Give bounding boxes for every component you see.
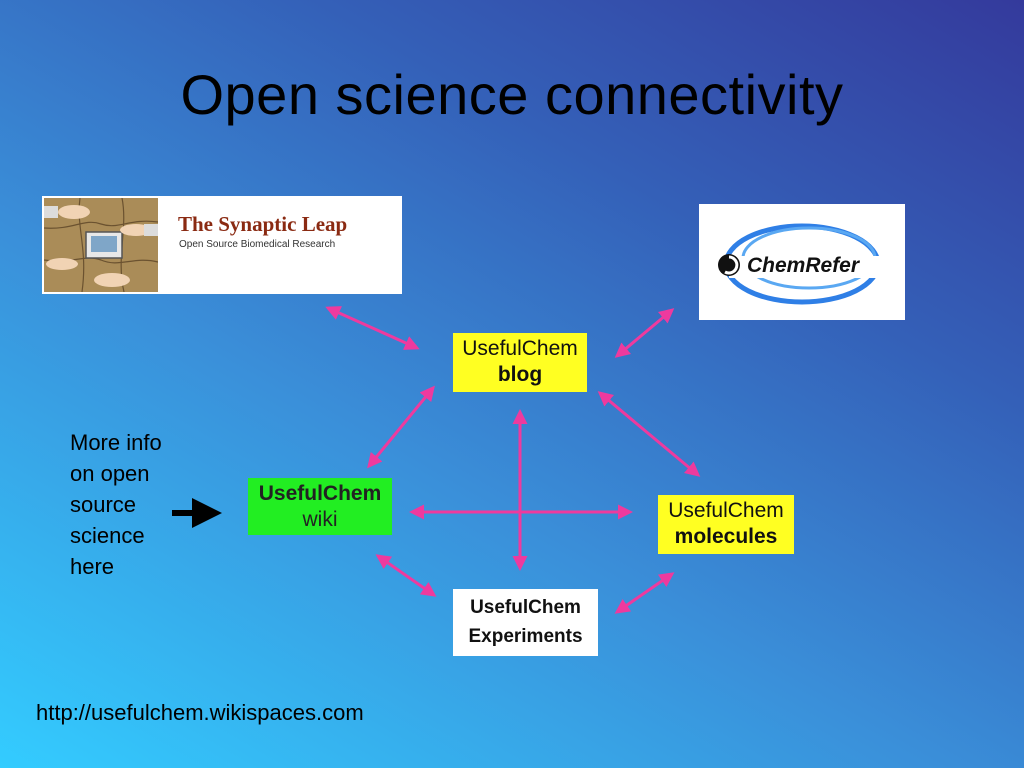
- blog-line2: blog: [497, 363, 543, 386]
- hands-puzzle-image: [44, 198, 158, 292]
- wiki-line2: wiki: [302, 508, 338, 531]
- usefulchem-url-link[interactable]: http://usefulchem.wikispaces.com: [36, 700, 364, 725]
- arrow-blog-wiki: [367, 385, 435, 469]
- slide-title: Open science connectivity: [180, 63, 844, 126]
- chemrefer-name: ChemRefer: [747, 254, 860, 277]
- blog-line1: UsefulChem: [462, 337, 578, 360]
- arrow-wiki-experiments: [375, 554, 437, 597]
- synaptic-leap-name: The Synaptic Leap: [178, 212, 348, 236]
- usefulchem-experiments-node[interactable]: UsefulChem Experiments: [453, 589, 598, 656]
- experiments-line2: Experiments: [468, 626, 583, 647]
- molecules-line1: UsefulChem: [668, 499, 784, 522]
- synaptic-leap-logo[interactable]: The Synaptic Leap Open Source Biomedical…: [42, 196, 402, 294]
- wiki-line1: UsefulChem: [258, 482, 382, 505]
- usefulchem-blog-node[interactable]: UsefulChem blog: [453, 333, 587, 392]
- usefulchem-wiki-node[interactable]: UsefulChem wiki: [248, 478, 392, 535]
- synaptic-leap-tagline: Open Source Biomedical Research: [179, 239, 336, 250]
- chemrefer-swoosh-icon: [718, 223, 889, 305]
- experiments-line1: UsefulChem: [470, 597, 581, 618]
- more-info-text: More info on open source science here: [70, 430, 162, 579]
- usefulchem-molecules-node[interactable]: UsefulChem molecules: [658, 495, 794, 554]
- chemrefer-logo[interactable]: ChemRefer: [699, 204, 905, 320]
- arrow-synaptic-blog: [325, 306, 420, 350]
- arrow-blog-molecules: [597, 391, 701, 477]
- molecules-line2: molecules: [674, 525, 778, 548]
- arrow-molecules-experiments: [614, 572, 675, 614]
- arrow-chemrefer-blog: [614, 308, 675, 358]
